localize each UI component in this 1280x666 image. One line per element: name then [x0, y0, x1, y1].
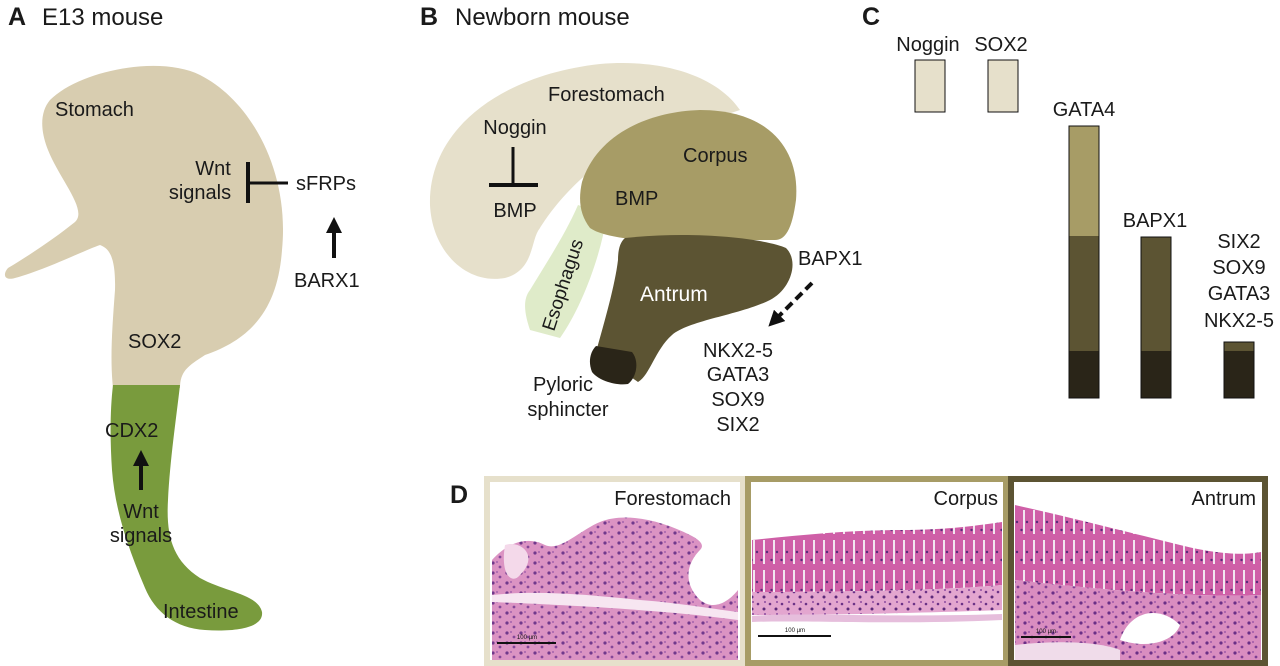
sphincter-label: sphincter	[527, 399, 608, 421]
wnt-label-lower: Wnt	[123, 501, 159, 523]
expression-bar-label: NKX2-5	[1204, 310, 1274, 332]
scale-label: 100 µm	[1036, 629, 1056, 635]
expression-bar-label: SIX2	[1217, 231, 1260, 253]
micrograph-corpus: 100 µm Corpus	[745, 476, 1009, 666]
panel-a-title: E13 mouse	[42, 4, 163, 31]
panel-b-letter: B	[420, 3, 438, 31]
sfrps-label: sFRPs	[296, 173, 356, 195]
scale-label: 100 µm	[517, 635, 537, 641]
sox2-label: SOX2	[128, 331, 181, 353]
panel-a-letter: A	[8, 3, 26, 31]
e13-stomach-shape	[4, 65, 284, 388]
micrograph-title: Corpus	[934, 488, 998, 510]
expression-bar-bapx1	[1140, 236, 1172, 399]
esophagus-shape	[525, 205, 607, 338]
wnt-label-upper: Wnt	[195, 158, 231, 180]
stomach-label: Stomach	[55, 99, 134, 121]
corpus-label: Corpus	[683, 145, 747, 167]
expression-bar-label: SOX9	[1212, 257, 1265, 279]
micrograph-title: Antrum	[1192, 488, 1256, 510]
dashed-arrow-icon	[768, 281, 814, 327]
barx1-label: BARX1	[294, 270, 360, 292]
expression-bar-six2-group	[1223, 341, 1255, 399]
panel-c: C Noggin SOX2 GATA4 BAPX1 SIX2 SOX9 GATA…	[862, 3, 1274, 399]
expression-bar-label: GATA3	[1208, 283, 1271, 305]
signals-label-lower: signals	[110, 525, 172, 547]
expression-bar-label: SOX2	[974, 34, 1027, 56]
bmp-label-forestomach: BMP	[493, 200, 536, 222]
expression-bar-label: GATA4	[1053, 99, 1116, 121]
forestomach-label: Forestomach	[548, 84, 665, 106]
panel-d: D 100 µm Forestomach 100 µm Corpus	[450, 476, 1268, 666]
panel-b: B Newborn mouse Forestomach Noggin BMP C…	[420, 3, 862, 436]
gene-label: GATA3	[707, 364, 770, 386]
intestine-label: Intestine	[163, 601, 239, 623]
expression-bar-noggin	[914, 59, 946, 113]
bapx1-label: BAPX1	[798, 248, 862, 270]
gene-label: SOX9	[711, 389, 764, 411]
antrum-shape	[596, 235, 793, 382]
gene-label: NKX2-5	[703, 340, 773, 362]
signals-label-upper: signals	[169, 182, 231, 204]
scale-label: 100 µm	[785, 628, 805, 634]
micrograph-antrum: 100 µm Antrum	[1008, 476, 1268, 666]
micrograph-title: Forestomach	[614, 488, 731, 510]
expression-bar-label: Noggin	[896, 34, 959, 56]
gene-label: SIX2	[716, 414, 759, 436]
cdx2-label: CDX2	[105, 420, 158, 442]
panel-a: A E13 mouse Stomach Wnt signals sFRPs BA…	[4, 3, 360, 631]
e13-intestine-shape	[110, 385, 263, 631]
expression-bar-gata4	[1068, 125, 1100, 399]
pyloric-sphincter-shape	[589, 346, 637, 385]
noggin-label: Noggin	[483, 117, 546, 139]
expression-bar-sox2	[987, 59, 1019, 113]
pyloric-label: Pyloric	[533, 374, 593, 396]
micrograph-forestomach: 100 µm Forestomach	[484, 476, 746, 666]
panel-b-title: Newborn mouse	[455, 4, 630, 31]
panel-c-letter: C	[862, 3, 880, 31]
bmp-label-corpus: BMP	[615, 188, 658, 210]
panel-d-letter: D	[450, 481, 468, 509]
antrum-label: Antrum	[640, 283, 708, 306]
corpus-shape	[580, 110, 797, 240]
expression-bar-label: BAPX1	[1123, 210, 1187, 232]
